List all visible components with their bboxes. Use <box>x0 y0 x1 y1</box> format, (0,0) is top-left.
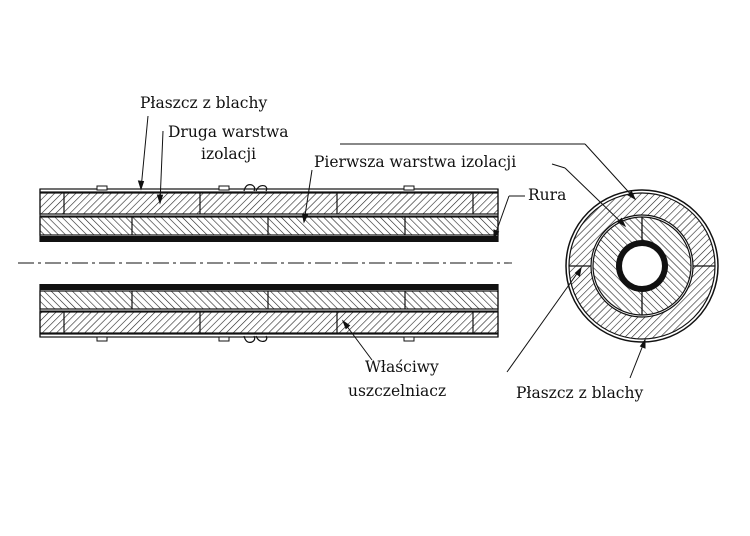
label-plaszcz-top: Płaszcz z blachy <box>140 94 267 112</box>
jacket-clips-top <box>96 184 415 192</box>
first-insulation-top <box>39 216 499 236</box>
jacket-clips-bottom <box>96 335 415 343</box>
first-insulation-bottom <box>39 290 499 310</box>
label-druga-warstwa-line1: Druga warstwa <box>168 123 289 141</box>
sheet-jacket-bottom <box>39 333 499 338</box>
second-insulation-top <box>39 192 499 215</box>
label-rura: Rura <box>528 186 566 204</box>
pipe-longitudinal-section <box>18 184 512 343</box>
second-insulation-bottom <box>39 311 499 334</box>
sheet-jacket-top <box>39 188 499 193</box>
label-druga-warstwa-line2: izolacji <box>201 145 256 163</box>
label-wlasciwy-line1: Właściwy <box>365 358 439 376</box>
pipe-wall-bottom <box>40 284 498 290</box>
joints-bottom-outer <box>63 312 474 333</box>
joints-top-outer <box>63 193 474 214</box>
leader-lines <box>137 115 646 379</box>
pipe-cross-section <box>565 189 719 343</box>
label-wlasciwy-line2: uszczelniacz <box>348 382 446 400</box>
joints-top-inner <box>131 217 406 235</box>
joints-bottom-inner <box>131 291 406 309</box>
label-plaszcz-right: Płaszcz z blachy <box>516 384 643 402</box>
label-pierwsza-warstwa: Pierwsza warstwa izolacji <box>314 153 516 171</box>
pipe-wall-top <box>40 236 498 242</box>
